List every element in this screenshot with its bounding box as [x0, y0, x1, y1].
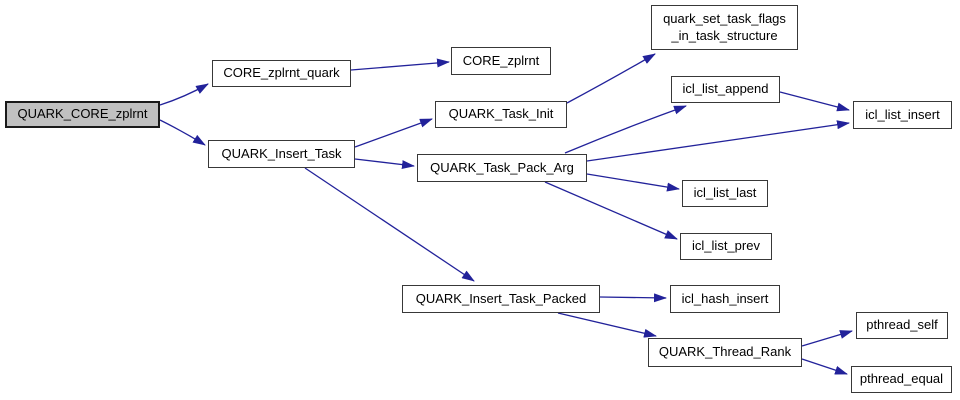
node-quark-insert-task[interactable]: QUARK_Insert_Task	[208, 140, 355, 168]
node-icl-hash-insert[interactable]: icl_hash_insert	[670, 285, 780, 313]
edge-QUARK_Insert_Task-to-QUARK_Task_Init	[354, 118, 433, 148]
node-quark-task-init[interactable]: QUARK_Task_Init	[435, 101, 567, 128]
edge-QUARK_Insert_Task-to-QUARK_Insert_Task_Packed	[304, 167, 475, 282]
node-quark-insert-task-packed[interactable]: QUARK_Insert_Task_Packed	[402, 285, 600, 313]
edge-icl_list_append-to-icl_list_insert	[779, 91, 850, 112]
node-icl-list-last[interactable]: icl_list_last	[682, 180, 768, 207]
node-pthread-self[interactable]: pthread_self	[856, 312, 948, 339]
edge-QUARK_Insert_Task_Packed-to-icl_hash_insert	[599, 293, 667, 303]
node-icl-list-append[interactable]: icl_list_append	[671, 76, 780, 103]
node-quark-core-zplrnt: QUARK_CORE_zplrnt	[5, 101, 160, 128]
edge-QUARK_Task_Pack_Arg-to-icl_list_insert	[586, 120, 850, 162]
edge-QUARK_CORE_zplrnt-to-CORE_zplrnt_quark	[159, 83, 209, 106]
edge-CORE_zplrnt_quark-to-CORE_zplrnt	[350, 58, 450, 71]
edge-QUARK_Thread_Rank-to-pthread_equal	[801, 358, 848, 375]
node-quark-set-task-flags-in-task-structure[interactable]: quark_set_task_flags _in_task_structure	[651, 5, 798, 50]
edge-QUARK_Insert_Task-to-QUARK_Task_Pack_Arg	[354, 158, 415, 170]
edge-QUARK_Task_Pack_Arg-to-icl_list_prev	[544, 181, 678, 240]
edge-QUARK_Task_Pack_Arg-to-icl_list_last	[586, 173, 680, 192]
edge-QUARK_Thread_Rank-to-pthread_self	[801, 330, 853, 347]
edge-QUARK_Insert_Task_Packed-to-QUARK_Thread_Rank	[557, 312, 657, 338]
node-core-zplrnt-quark[interactable]: CORE_zplrnt_quark	[212, 60, 351, 87]
edge-QUARK_CORE_zplrnt-to-QUARK_Insert_Task	[159, 119, 206, 146]
edge-QUARK_Task_Init-to-quark_set_task_flags_in_task_structure	[566, 53, 656, 104]
node-icl-list-insert[interactable]: icl_list_insert	[853, 101, 952, 129]
node-core-zplrnt[interactable]: CORE_zplrnt	[451, 47, 551, 75]
node-pthread-equal[interactable]: pthread_equal	[851, 366, 952, 393]
node-quark-task-pack-arg[interactable]: QUARK_Task_Pack_Arg	[417, 154, 587, 182]
node-icl-list-prev[interactable]: icl_list_prev	[680, 233, 772, 260]
node-quark-thread-rank[interactable]: QUARK_Thread_Rank	[648, 338, 802, 367]
edge-QUARK_Task_Pack_Arg-to-icl_list_append	[564, 105, 687, 154]
